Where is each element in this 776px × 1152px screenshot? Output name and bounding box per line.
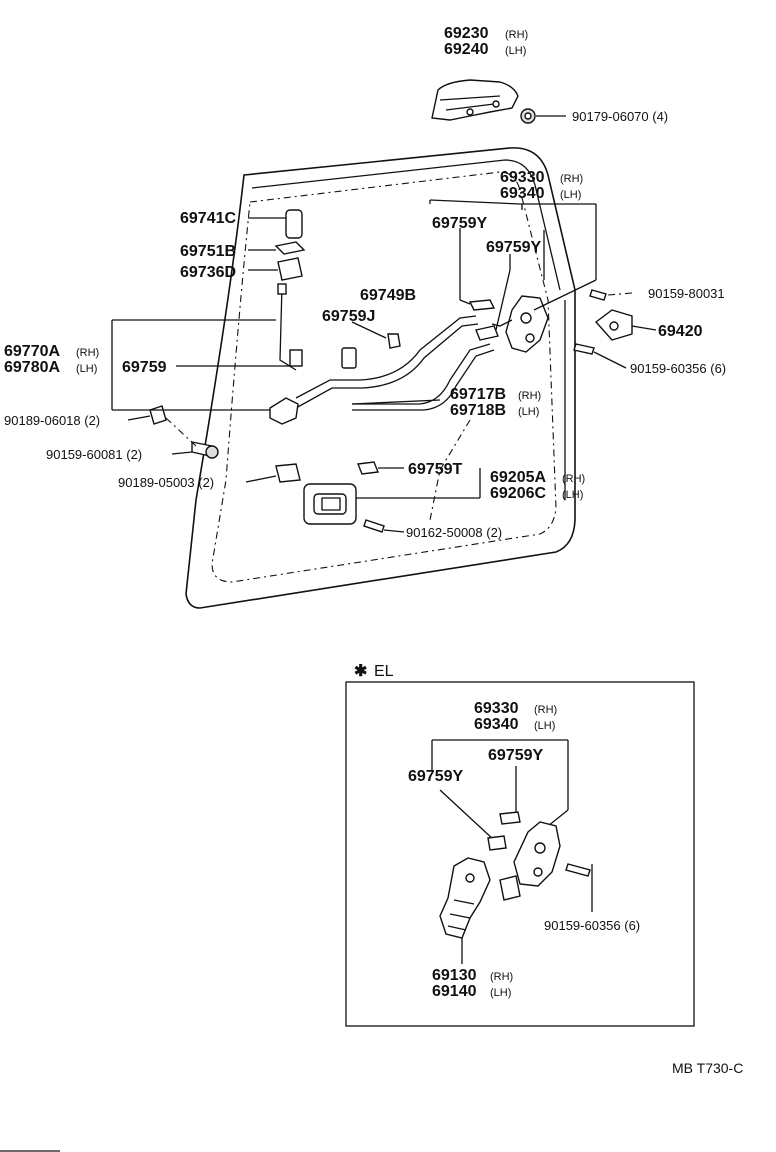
inner-door-handle — [303, 483, 357, 525]
label-clip-69759y-b: 69759Y — [486, 239, 541, 256]
diagram-code: MB T730-C — [672, 1060, 743, 1076]
label-clip-69759y-a: 69759Y — [432, 215, 487, 232]
label-knob: 69741C — [180, 210, 236, 227]
clip-69759y-b — [475, 325, 499, 341]
lock-screw — [573, 343, 595, 355]
inner-handle-screw — [363, 519, 385, 533]
label-rod-rh: 69770A — [4, 343, 60, 360]
el-marker-icon: ✱ — [354, 663, 367, 680]
label-side-lh-3: (LH) — [76, 363, 97, 375]
striker — [594, 309, 633, 341]
label-side-rh-5: (RH) — [562, 473, 585, 485]
label-side-lh-2: (LH) — [560, 189, 581, 201]
label-el-clip-a: 69759Y — [408, 768, 463, 785]
label-cable-rh: 69717B — [450, 386, 506, 403]
clip-90189-05003 — [275, 463, 301, 483]
label-clip-a: 90189-06018 (2) — [4, 413, 100, 428]
label-lock-assy-rh: 69330 — [500, 169, 545, 186]
label-clip-69759j: 69759J — [322, 308, 375, 325]
door-lock-assembly — [491, 295, 549, 353]
el-leader-lines — [431, 739, 593, 964]
lock-bezel — [274, 241, 306, 255]
label-side-lh-5: (LH) — [562, 489, 583, 501]
label-el-lock-lh: 69340 — [474, 716, 519, 733]
label-el-side-lh-1: (LH) — [534, 720, 555, 732]
el-section-title: EL — [374, 663, 394, 680]
label-inner-handle-screw: 90162-50008 (2) — [406, 525, 502, 540]
label-el-actuator-lh: 69140 — [432, 983, 477, 1000]
label-el-side-rh-1: (RH) — [534, 704, 557, 716]
label-bezel: 69751B — [180, 243, 236, 260]
el-lock-assembly — [499, 821, 561, 901]
label-side-rh-4: (RH) — [518, 390, 541, 402]
label-inner-handle-lh: 69206C — [490, 485, 546, 502]
label-outer-handle-bolt: 90179-06070 (4) — [572, 109, 668, 124]
label-striker-screw: 90159-80031 — [648, 286, 725, 301]
leader-lines — [111, 199, 657, 533]
label-el-actuator-rh: 69130 — [432, 967, 477, 984]
clip-69759j — [341, 347, 357, 369]
label-rod-lh: 69780A — [4, 359, 60, 376]
outer-door-handle — [431, 79, 519, 121]
label-side-rh-1: (RH) — [505, 29, 528, 41]
label-outer-handle-rh: 69230 — [444, 25, 489, 42]
label-el-side-rh-2: (RH) — [490, 971, 513, 983]
label-rod-clip: 69759 — [122, 359, 167, 376]
el-screw — [565, 863, 591, 877]
el-clip-a — [487, 835, 507, 851]
label-striker: 69420 — [658, 323, 703, 340]
label-side-rh-3: (RH) — [76, 347, 99, 359]
handle-bolt — [520, 108, 536, 124]
clip-69749b — [387, 333, 401, 349]
label-side-rh-2: (RH) — [560, 173, 583, 185]
clip-69759y-a — [468, 299, 496, 311]
label-el-clip-b: 69759Y — [488, 747, 543, 764]
door-frame — [185, 147, 576, 609]
label-side-lh-1: (LH) — [505, 45, 526, 57]
lock-knob — [285, 209, 303, 239]
label-screw-a: 90159-60081 (2) — [46, 447, 142, 462]
label-el-screw: 90159-60356 (6) — [544, 918, 640, 933]
clip-69759t — [357, 461, 379, 475]
label-guide: 69736D — [180, 264, 236, 281]
label-clip-b: 90189-05003 (2) — [118, 475, 214, 490]
el-clip-b — [499, 811, 521, 825]
label-lock-assy-lh: 69340 — [500, 185, 545, 202]
label-lock-screw: 90159-60356 (6) — [630, 361, 726, 376]
label-el-lock-rh: 69330 — [474, 700, 519, 717]
label-outer-handle-lh: 69240 — [444, 41, 489, 58]
label-el-side-lh-2: (LH) — [490, 987, 511, 999]
label-clip-69749b: 69749B — [360, 287, 416, 304]
striker-screw — [589, 289, 607, 301]
clip-90189-06018 — [149, 405, 167, 425]
label-clip-69759t: 69759T — [408, 461, 462, 478]
control-cables — [269, 315, 495, 425]
label-cable-lh: 69718B — [450, 402, 506, 419]
label-inner-handle-rh: 69205A — [490, 469, 546, 486]
lock-rod — [277, 283, 303, 371]
lock-guide — [277, 257, 303, 281]
screw-90159-60081 — [191, 441, 219, 459]
el-section-box — [345, 681, 695, 1027]
el-door-lock-motor — [439, 857, 491, 939]
label-side-lh-4: (LH) — [518, 406, 539, 418]
